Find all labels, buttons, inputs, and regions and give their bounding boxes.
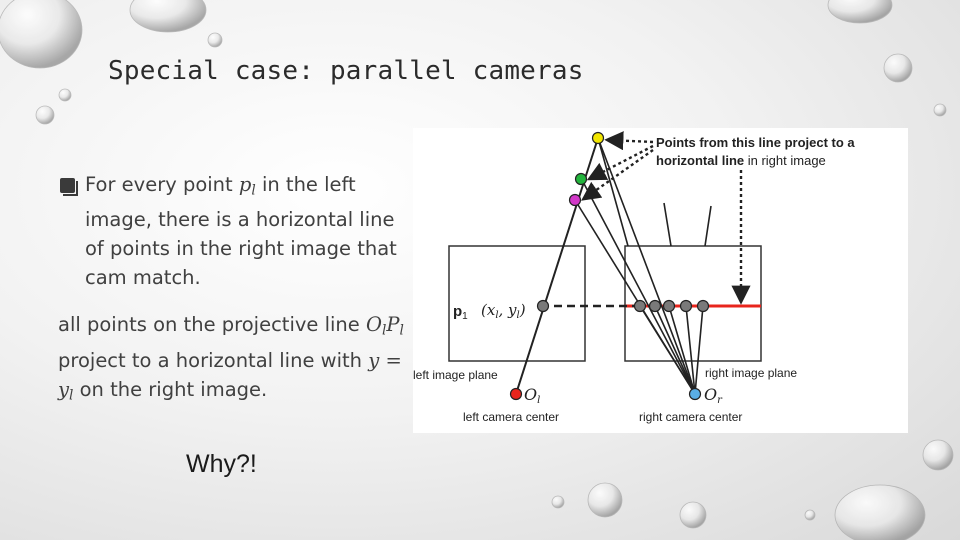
point-p1 [536,299,550,313]
right-camera-center [688,387,702,401]
callout-arrows [581,131,751,305]
left-plane-label: left image plane [413,368,498,382]
callout-line2: horizontal line in right image [656,153,826,168]
p1-coords: (xl, yl) [481,301,526,321]
point-magenta [568,193,582,207]
right-plane-label: right image plane [705,366,797,380]
right-center-symbol: Or [704,385,723,406]
bullet-text-before: For every point [85,173,239,196]
ol-pl-symbol: OlPl [365,313,404,339]
figure-svg: Points from this line project to a horiz… [413,131,855,424]
slide-body: For every point pl in the left image, th… [58,170,408,410]
slide-title: Special case: parallel cameras [108,56,584,86]
epipolar-points [633,299,710,313]
parallel-cameras-figure: Points from this line project to a horiz… [413,128,908,433]
point-green [574,172,588,186]
bullet-icon [60,178,78,196]
equation-y-equals-yl: y = yl [58,348,402,404]
bullet-item: For every point pl in the left image, th… [58,170,408,292]
bullet-text-after: in the left image, there is a horizontal… [85,173,397,290]
right-camera-rays [574,137,712,395]
left-center-label: left camera center [463,410,559,424]
left-camera-center [509,387,523,401]
left-center-symbol: Ol [524,385,540,406]
why-question: Why?! [186,450,257,478]
left-image-plane [448,245,586,362]
callout-line1: Points from this line project to a [656,135,855,150]
p1-label: p1 [453,303,468,322]
point-pl-symbol: pl [238,173,256,199]
projective-line-paragraph: all points on the projective line OlPl p… [58,313,404,404]
point-yellow [591,131,605,145]
right-center-label: right camera center [639,410,742,424]
right-image-plane [624,245,762,362]
